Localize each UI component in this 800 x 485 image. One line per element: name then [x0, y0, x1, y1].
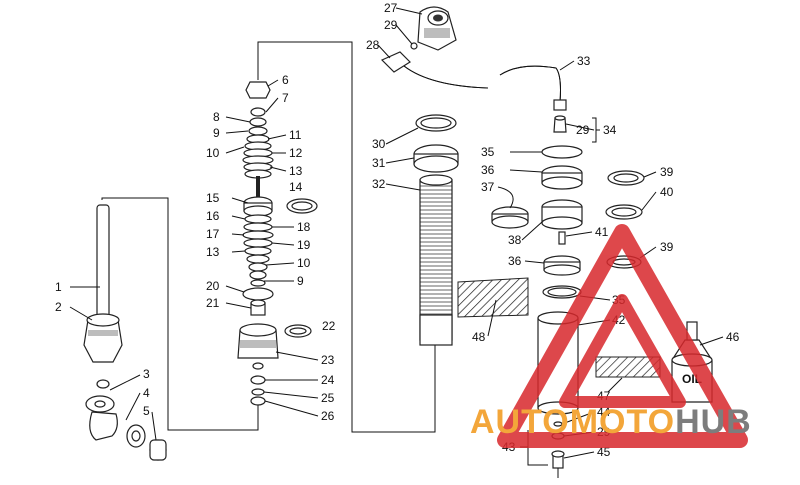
callout: 41 — [595, 225, 609, 239]
callout: 40 — [660, 185, 674, 199]
callout: 45 — [597, 445, 611, 459]
callout: 32 — [372, 177, 386, 191]
callout: 13 — [206, 245, 220, 259]
callout: 15 — [206, 191, 220, 205]
callout: 22 — [322, 319, 336, 333]
callout: 2 — [55, 300, 62, 314]
valve-stack — [237, 81, 318, 406]
callout: 19 — [297, 238, 311, 252]
callout: 6 — [282, 73, 289, 87]
callout: 11 — [289, 128, 302, 142]
callout: 5 — [143, 404, 150, 418]
callout: 34 — [603, 123, 617, 137]
callout: 3 — [143, 367, 150, 381]
callout: 28 — [366, 38, 380, 52]
watermark-automoto: AUTOMOTO — [470, 403, 675, 441]
callout: 36 — [481, 163, 495, 177]
callout: 39 — [660, 165, 674, 179]
callout: 33 — [577, 54, 591, 68]
connector-lines — [101, 41, 436, 433]
watermark-triangle-logo — [497, 224, 748, 448]
callout: 23 — [321, 353, 335, 367]
callout: 35 — [481, 145, 495, 159]
callout: 10 — [297, 256, 311, 270]
callout: 29 — [576, 123, 590, 137]
callout: 1 — [55, 280, 62, 294]
callout: 48 — [472, 330, 486, 344]
callout: 31 — [372, 156, 386, 170]
callout: 25 — [321, 391, 335, 405]
shock-body — [380, 6, 529, 346]
callout: 18 — [297, 220, 311, 234]
callout: 14 — [289, 180, 303, 194]
shaft-assembly — [83, 204, 167, 461]
callout: 13 — [289, 164, 303, 178]
callout: 21 — [206, 296, 220, 310]
callout: 20 — [206, 279, 220, 293]
callout: 30 — [372, 137, 386, 151]
callout: 38 — [508, 233, 522, 247]
callout: 37 — [481, 180, 495, 194]
watermark-text: AUTOMOTOHUB — [470, 403, 752, 441]
watermark: AUTOMOTOHUB — [470, 224, 752, 448]
callout: 26 — [321, 409, 335, 423]
callout: 17 — [206, 227, 220, 241]
callout: 9 — [213, 126, 220, 140]
callout: 46 — [726, 330, 740, 344]
callout: 10 — [206, 146, 220, 160]
callout: 16 — [206, 209, 220, 223]
callout: 8 — [213, 110, 220, 124]
callout: 4 — [143, 386, 150, 400]
callout: 29 — [384, 18, 398, 32]
callout: 24 — [321, 373, 335, 387]
callout: 12 — [289, 146, 303, 160]
watermark-hub: HUB — [675, 403, 752, 441]
callout: 36 — [508, 254, 522, 268]
callout: 44 — [597, 405, 611, 419]
callout: 9 — [297, 274, 304, 288]
callout: 39 — [660, 240, 674, 254]
callout: 7 — [282, 91, 289, 105]
callout: 27 — [384, 1, 398, 15]
